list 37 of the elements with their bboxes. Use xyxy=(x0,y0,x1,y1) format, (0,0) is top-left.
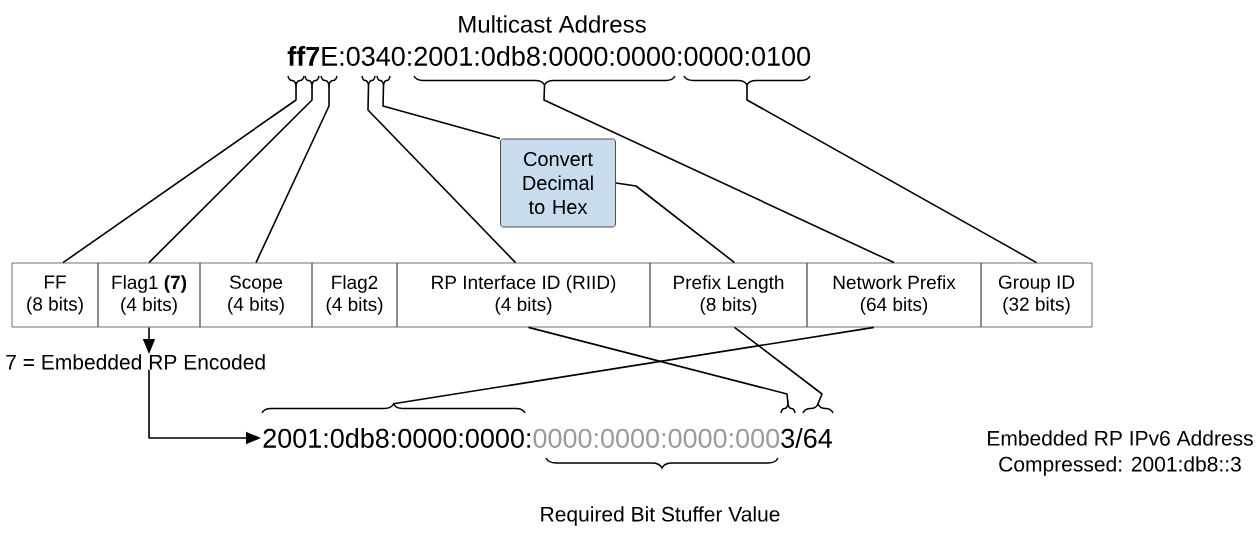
leader-line xyxy=(392,326,875,405)
table-cell: RP Interface ID (RIID) (4 bits) xyxy=(396,262,651,328)
leader-line xyxy=(382,84,501,140)
leader-line xyxy=(746,84,1038,264)
note-text: 7 = Embedded RP Encoded xyxy=(6,354,265,370)
brace xyxy=(802,403,834,414)
brace xyxy=(361,75,376,86)
brace xyxy=(376,75,391,86)
brace xyxy=(304,75,320,86)
table-cell: Scope (4 bits) xyxy=(199,262,313,328)
note-text: Required Bit Stuffer Value xyxy=(541,506,780,526)
brace xyxy=(683,75,811,86)
leader-line xyxy=(543,84,895,264)
brace xyxy=(320,75,338,86)
process-box: Convert Decimal to Hex xyxy=(500,138,616,228)
address-text: 2001:0db8:0000:0000:0000:0000:0000:0003/64 xyxy=(263,428,832,448)
leader-line xyxy=(62,84,297,264)
brace xyxy=(261,403,526,414)
leader-line xyxy=(527,326,789,405)
table-cell: FF (8 bits) xyxy=(11,262,99,328)
address-text: ff7E:0340:2001:0db8:0000:0000:0000:0100 xyxy=(287,46,811,66)
table-cell: Flag1 (7) (4 bits) xyxy=(97,262,201,328)
leader-line xyxy=(148,84,313,264)
table-cell: Flag2 (4 bits) xyxy=(311,262,398,328)
leader-line xyxy=(615,182,736,264)
heading: Multicast Address xyxy=(459,15,646,33)
table-cell: Network Prefix (64 bits) xyxy=(806,262,982,328)
note-text: Embedded RP IPv6 Address xyxy=(988,430,1253,446)
note-text: Compressed: 2001:db8::3 xyxy=(999,456,1241,476)
brace xyxy=(413,75,676,86)
brace xyxy=(780,403,796,414)
table-cell: Group ID (32 bits) xyxy=(980,262,1093,328)
leader-line xyxy=(255,84,330,264)
table-cell: Prefix Length (8 bits) xyxy=(649,262,808,328)
leader-line xyxy=(733,326,823,405)
leader-line xyxy=(367,84,517,264)
brace xyxy=(287,75,305,86)
